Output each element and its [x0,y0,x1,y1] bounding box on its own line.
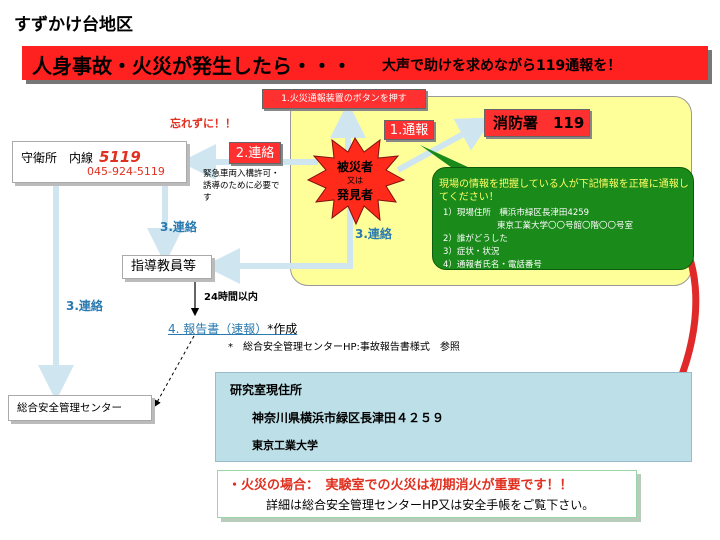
instructor-box: 指導教員等 [122,255,212,279]
guard-extension: 5119 [99,148,141,166]
report-link-text: 4. 報告書（速報） [168,322,268,336]
contact3-label-far: 3.連絡 [66,299,103,313]
contact2-label: 2.連絡 [229,142,281,164]
location-box: 研究室現住所 神奈川県横浜市緑区長津田４２５９ 東京工業大学 [215,372,692,462]
ambulance-note: 緊急車両入構許可・誘導のために必要です [203,169,280,203]
guard-office-box: 守衛所 内線 5119 045-924-5119 [12,141,187,183]
victim-line2: 又は [347,176,363,185]
fire-note-line1: ・火災の場合： 実験室での火災は初期消火が重要です！！ [228,478,573,493]
emergency-banner: 人身事故・火災が発生したら・・・ 大声で助けを求めながら119通報を！ [22,46,708,80]
report-star-text: *作成 [267,322,298,336]
location-address: 神奈川県横浜市緑区長津田４２５９ [252,411,445,425]
banner-sub-text: 大声で助けを求めながら119通報を！ [382,58,622,74]
guard-phone: 045-924-5119 [87,165,165,178]
guard-name: 守衛所 内線 [21,151,94,165]
dont-forget-note: 忘れずに！！ [170,117,236,130]
location-heading: 研究室現住所 [230,383,303,397]
banner-main-text: 人身事故・火災が発生したら・・・ [32,54,352,78]
green-callout-pointer [420,145,470,170]
alarm-button-label: 1.火災通報装置のボタンを押す [262,89,426,109]
victim-line3: 発見者 [336,188,373,202]
safety-center-box: 総合安全管理センター [8,395,152,421]
arrow-victim-to-firedept [396,117,494,173]
info-item-1: 1）現場住所 横浜市緑区長津田4259 [443,208,590,218]
within-24h-label: 24時間以内 [204,292,258,303]
report-call-label: 1.通報 [384,120,434,140]
info-header: 現場の情報を把握している人が下記情報を正確に通報してください！ [439,179,689,203]
page-title: すずかけ台地区 [14,15,133,35]
victim-label: 被災者 又は 発見者 [320,160,390,202]
info-item-3: 3）症状・状況 [443,247,500,257]
victim-burst [306,136,406,226]
fire-department-box: 消防署 119 [484,109,590,137]
info-item-2: 2）誰がどうした [443,234,508,244]
fire-note-line2: 詳細は総合安全管理センターHP又は安全手帳をご覧下さい。 [266,498,595,512]
contact3-label-left: 3.連絡 [160,220,197,234]
report-link[interactable]: 4. 報告書（速報）*作成 [168,320,297,337]
info-item-4: 4）通報者氏名・電話番号 [443,260,542,270]
reference-note: * 総合安全管理センターHP:事故報告書様式 参照 [228,342,460,353]
location-university: 東京工業大学 [252,439,318,452]
arrow-victim-to-instructor [204,205,353,284]
info-item-1b: 東京工業大学〇〇号館〇階〇〇号室 [497,221,634,231]
info-box: 現場の情報を把握している人が下記情報を正確に通報してください！ 1）現場住所 横… [432,167,694,270]
fire-note-box: ・火災の場合： 実験室での火災は初期消火が重要です！！ 詳細は総合安全管理センタ… [217,470,637,518]
victim-line1: 被災者 [336,160,373,174]
contact3-label-center: 3.連絡 [355,227,392,241]
arrow-report-to-center [154,335,195,408]
